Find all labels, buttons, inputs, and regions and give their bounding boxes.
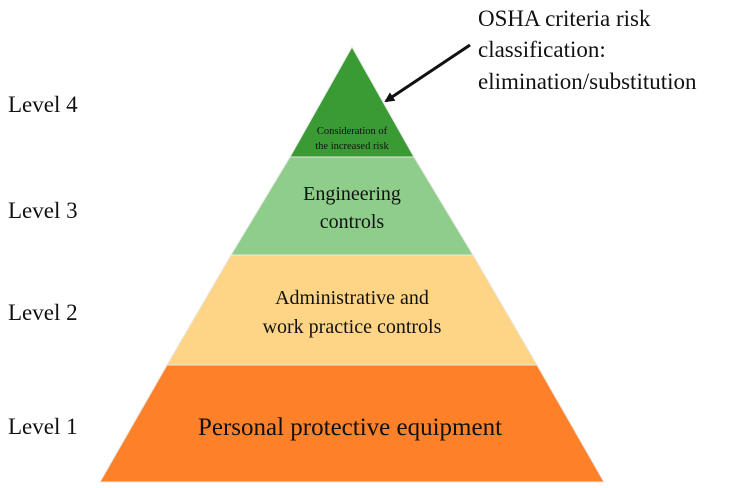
callout-text-line-1: OSHA criteria risk — [478, 6, 651, 31]
bottom-tier-text: Personal protective equipment — [198, 414, 502, 441]
callout-arrow — [384, 43, 471, 103]
pyramid-tier-upper — [230, 156, 474, 256]
level-3-label: Level 3 — [8, 198, 78, 223]
level-4-label: Level 4 — [8, 92, 78, 117]
middle-tier-text-line-2: work practice controls — [263, 316, 442, 338]
level-1-label: Level 1 — [8, 414, 78, 439]
level-2-label: Level 2 — [8, 300, 78, 325]
middle-tier-text-line-1: Administrative and — [275, 287, 429, 309]
top-tier-text-line-2: the increased risk — [315, 141, 389, 152]
upper-tier-text-line-1: Engineering — [303, 183, 401, 205]
upper-tier-text-line-2: controls — [320, 211, 385, 233]
pyramid-tier-top — [289, 45, 415, 158]
callout-text-line-2: classification: — [478, 37, 606, 62]
pyramid-tier-middle — [166, 254, 538, 366]
top-tier-text-line-1: Consideration of — [317, 126, 388, 137]
callout-text-line-3: elimination/substitution — [478, 69, 697, 94]
